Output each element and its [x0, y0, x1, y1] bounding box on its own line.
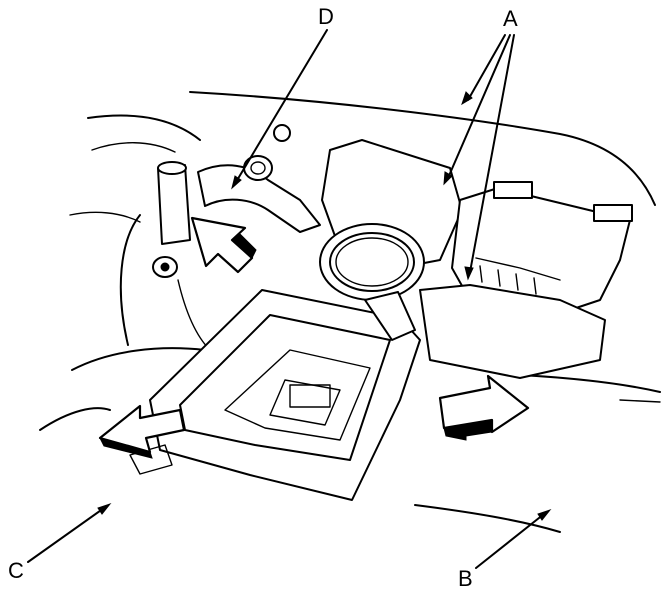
movement-arrows [98, 216, 530, 459]
air-cleaner-upper-housing [419, 181, 633, 379]
hose [152, 124, 321, 351]
lift-arrow-shadow [231, 233, 257, 259]
callout-b: B [458, 566, 473, 591]
lift-arrow [190, 216, 254, 274]
air-cleaner-lower-housing [129, 289, 421, 501]
body-contours [39, 91, 661, 533]
left-arrow-shadow [99, 437, 153, 459]
callout-d: D [318, 4, 334, 29]
callout-c: C [8, 558, 24, 583]
intake-ring [243, 139, 463, 301]
callout-a: A [503, 6, 518, 31]
right-arrow-shadow [443, 419, 493, 441]
left-arrow [98, 404, 186, 454]
leader-lines [27, 29, 552, 569]
